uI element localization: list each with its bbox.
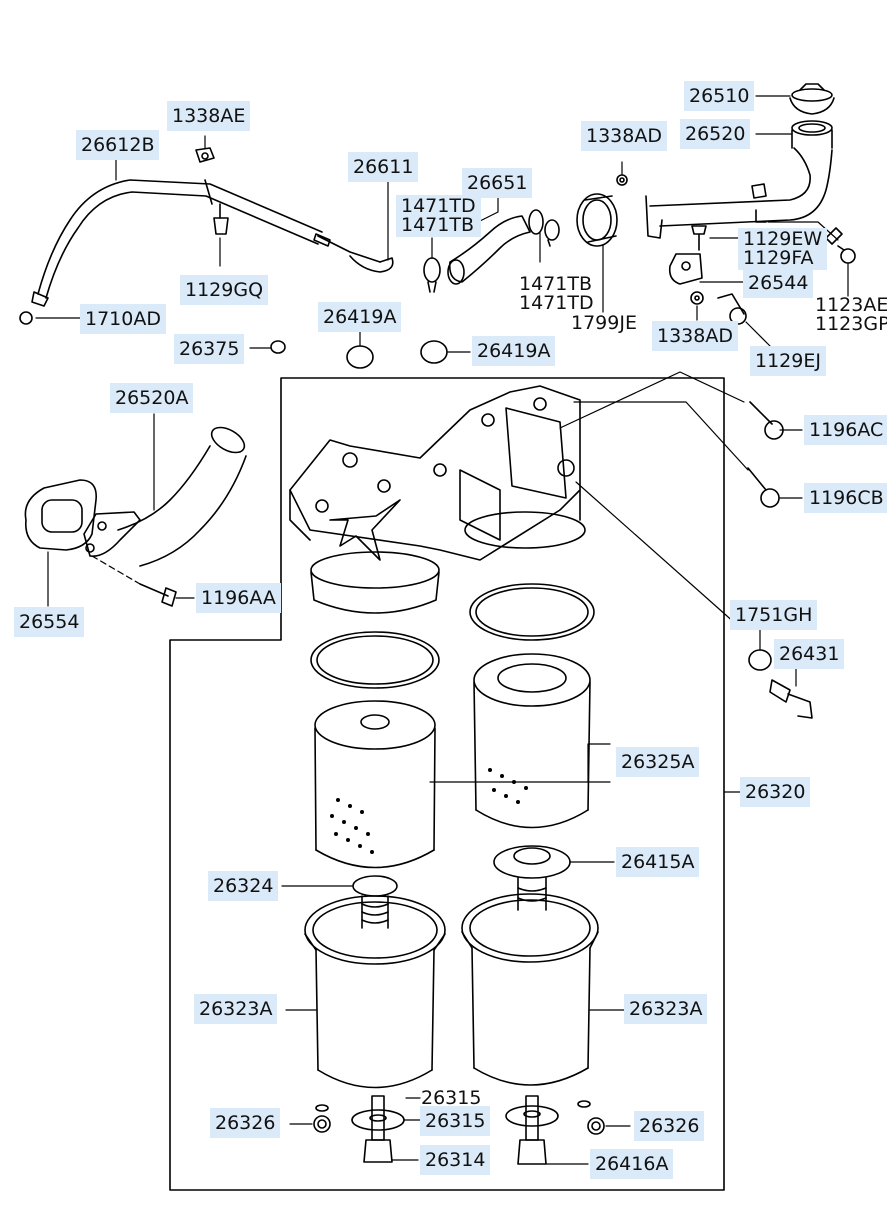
bolt-1196AC-drawing xyxy=(749,401,784,440)
assembly-boundary xyxy=(169,377,725,1191)
label-1129EJ: 1129EJ xyxy=(750,346,826,376)
bolt-1196CB-drawing xyxy=(747,467,780,508)
label-26324: 26324 xyxy=(208,871,279,901)
washer-1751GH-drawing xyxy=(748,649,772,671)
label-26611: 26611 xyxy=(348,152,419,182)
hose-clamp-1471-a xyxy=(423,257,441,293)
hose-clamp-band-drawing xyxy=(576,193,618,247)
bolt-1129GQ-drawing xyxy=(213,203,229,235)
label-26375: 26375 xyxy=(174,334,245,364)
right-bowl-drawing xyxy=(461,893,599,1086)
label-26416A: 26416A xyxy=(590,1149,674,1179)
nut-1338AD-drawing xyxy=(690,291,704,305)
label-26326-right: 26326 xyxy=(634,1111,705,1141)
label-26651: 26651 xyxy=(462,168,533,198)
drain-plug-26326-right xyxy=(577,1100,605,1135)
left-bowl-drawing xyxy=(304,895,446,1089)
sensor-26431-drawing xyxy=(769,679,813,719)
label-26520: 26520 xyxy=(680,119,751,149)
label-1799JE: 1799JE xyxy=(571,312,637,334)
hose-clamp-1471-b xyxy=(528,209,560,247)
oring-26375-drawing xyxy=(270,340,286,354)
bolt-1196AA-guide xyxy=(91,555,141,585)
washer-26315-right xyxy=(505,1105,559,1127)
left-element-perforations xyxy=(330,798,374,854)
filler-cap-drawing xyxy=(789,83,835,115)
bracket-clip-drawing xyxy=(645,195,663,239)
tube-26520A-drawing xyxy=(83,426,247,567)
bolt-1129EW-drawing xyxy=(691,225,707,251)
hose-26651-drawing xyxy=(447,215,531,285)
label-26520A: 26520A xyxy=(110,383,194,413)
label-1196CB: 1196CB xyxy=(804,483,887,513)
oring-26419A-b-drawing xyxy=(420,340,448,364)
dipstick-handle-drawing xyxy=(313,233,394,273)
leader-lines xyxy=(35,95,849,1165)
label-1129GQ: 1129GQ xyxy=(180,275,269,305)
label-26419A-mid: 26419A xyxy=(472,336,556,366)
label-1338AD-top: 1338AD xyxy=(581,121,667,151)
filter-head-left-bowl-seat xyxy=(310,551,440,614)
label-26323A-right: 26323A xyxy=(624,994,708,1024)
left-filter-element-drawing xyxy=(314,700,436,869)
bolt-1129EJ-drawing xyxy=(717,293,747,325)
bracket-26544-drawing xyxy=(668,253,703,285)
label-26326-left: 26326 xyxy=(210,1108,281,1138)
label-1196AC: 1196AC xyxy=(804,415,887,445)
nut-1338AE-drawing xyxy=(195,147,215,163)
seal-ring-left xyxy=(310,631,440,689)
label-26612B: 26612B xyxy=(76,130,160,160)
bolt-26314-drawing xyxy=(363,1095,393,1163)
label-26544: 26544 xyxy=(743,268,814,298)
filler-neck-drawing xyxy=(649,120,833,227)
label-26325A: 26325A xyxy=(616,747,700,777)
filter-head-drawing xyxy=(289,385,581,561)
bolt-1196AA-drawing xyxy=(139,583,177,607)
seal-ring-right xyxy=(469,583,595,641)
label-26315-a: 26315 xyxy=(421,1087,482,1109)
label-26431: 26431 xyxy=(774,639,845,669)
label-26315-b: 26315 xyxy=(420,1106,491,1136)
label-26510: 26510 xyxy=(684,81,755,111)
oring-26419A-a-drawing xyxy=(346,345,374,369)
label-1751GH: 1751GH xyxy=(730,600,818,630)
filter-head-right-bowl-seat xyxy=(464,511,586,549)
bolt-1123AE-drawing xyxy=(825,227,856,264)
label-26419A-top: 26419A xyxy=(318,302,402,332)
label-1710AD: 1710AD xyxy=(80,304,166,334)
washer-26315-left xyxy=(351,1109,405,1131)
nut-1338AD-top-drawing xyxy=(616,174,628,186)
dipstick-tube-drawing xyxy=(31,179,323,307)
spring-26324-drawing xyxy=(352,875,398,929)
label-26323A-left: 26323A xyxy=(194,994,278,1024)
label-1338AD-bottom: 1338AD xyxy=(652,321,738,351)
label-1338AE: 1338AE xyxy=(167,101,251,131)
right-element-perforations xyxy=(488,768,528,804)
oring-1710AD-drawing xyxy=(19,311,33,325)
label-1196AA: 1196AA xyxy=(196,583,281,613)
drain-plug-26326-left xyxy=(313,1104,331,1133)
gasket-26554-drawing xyxy=(24,479,97,551)
right-filter-element-drawing xyxy=(473,653,591,829)
label-26554: 26554 xyxy=(14,607,85,637)
label-26320: 26320 xyxy=(740,777,811,807)
label-26314: 26314 xyxy=(420,1145,491,1175)
label-26415A: 26415A xyxy=(616,847,700,877)
